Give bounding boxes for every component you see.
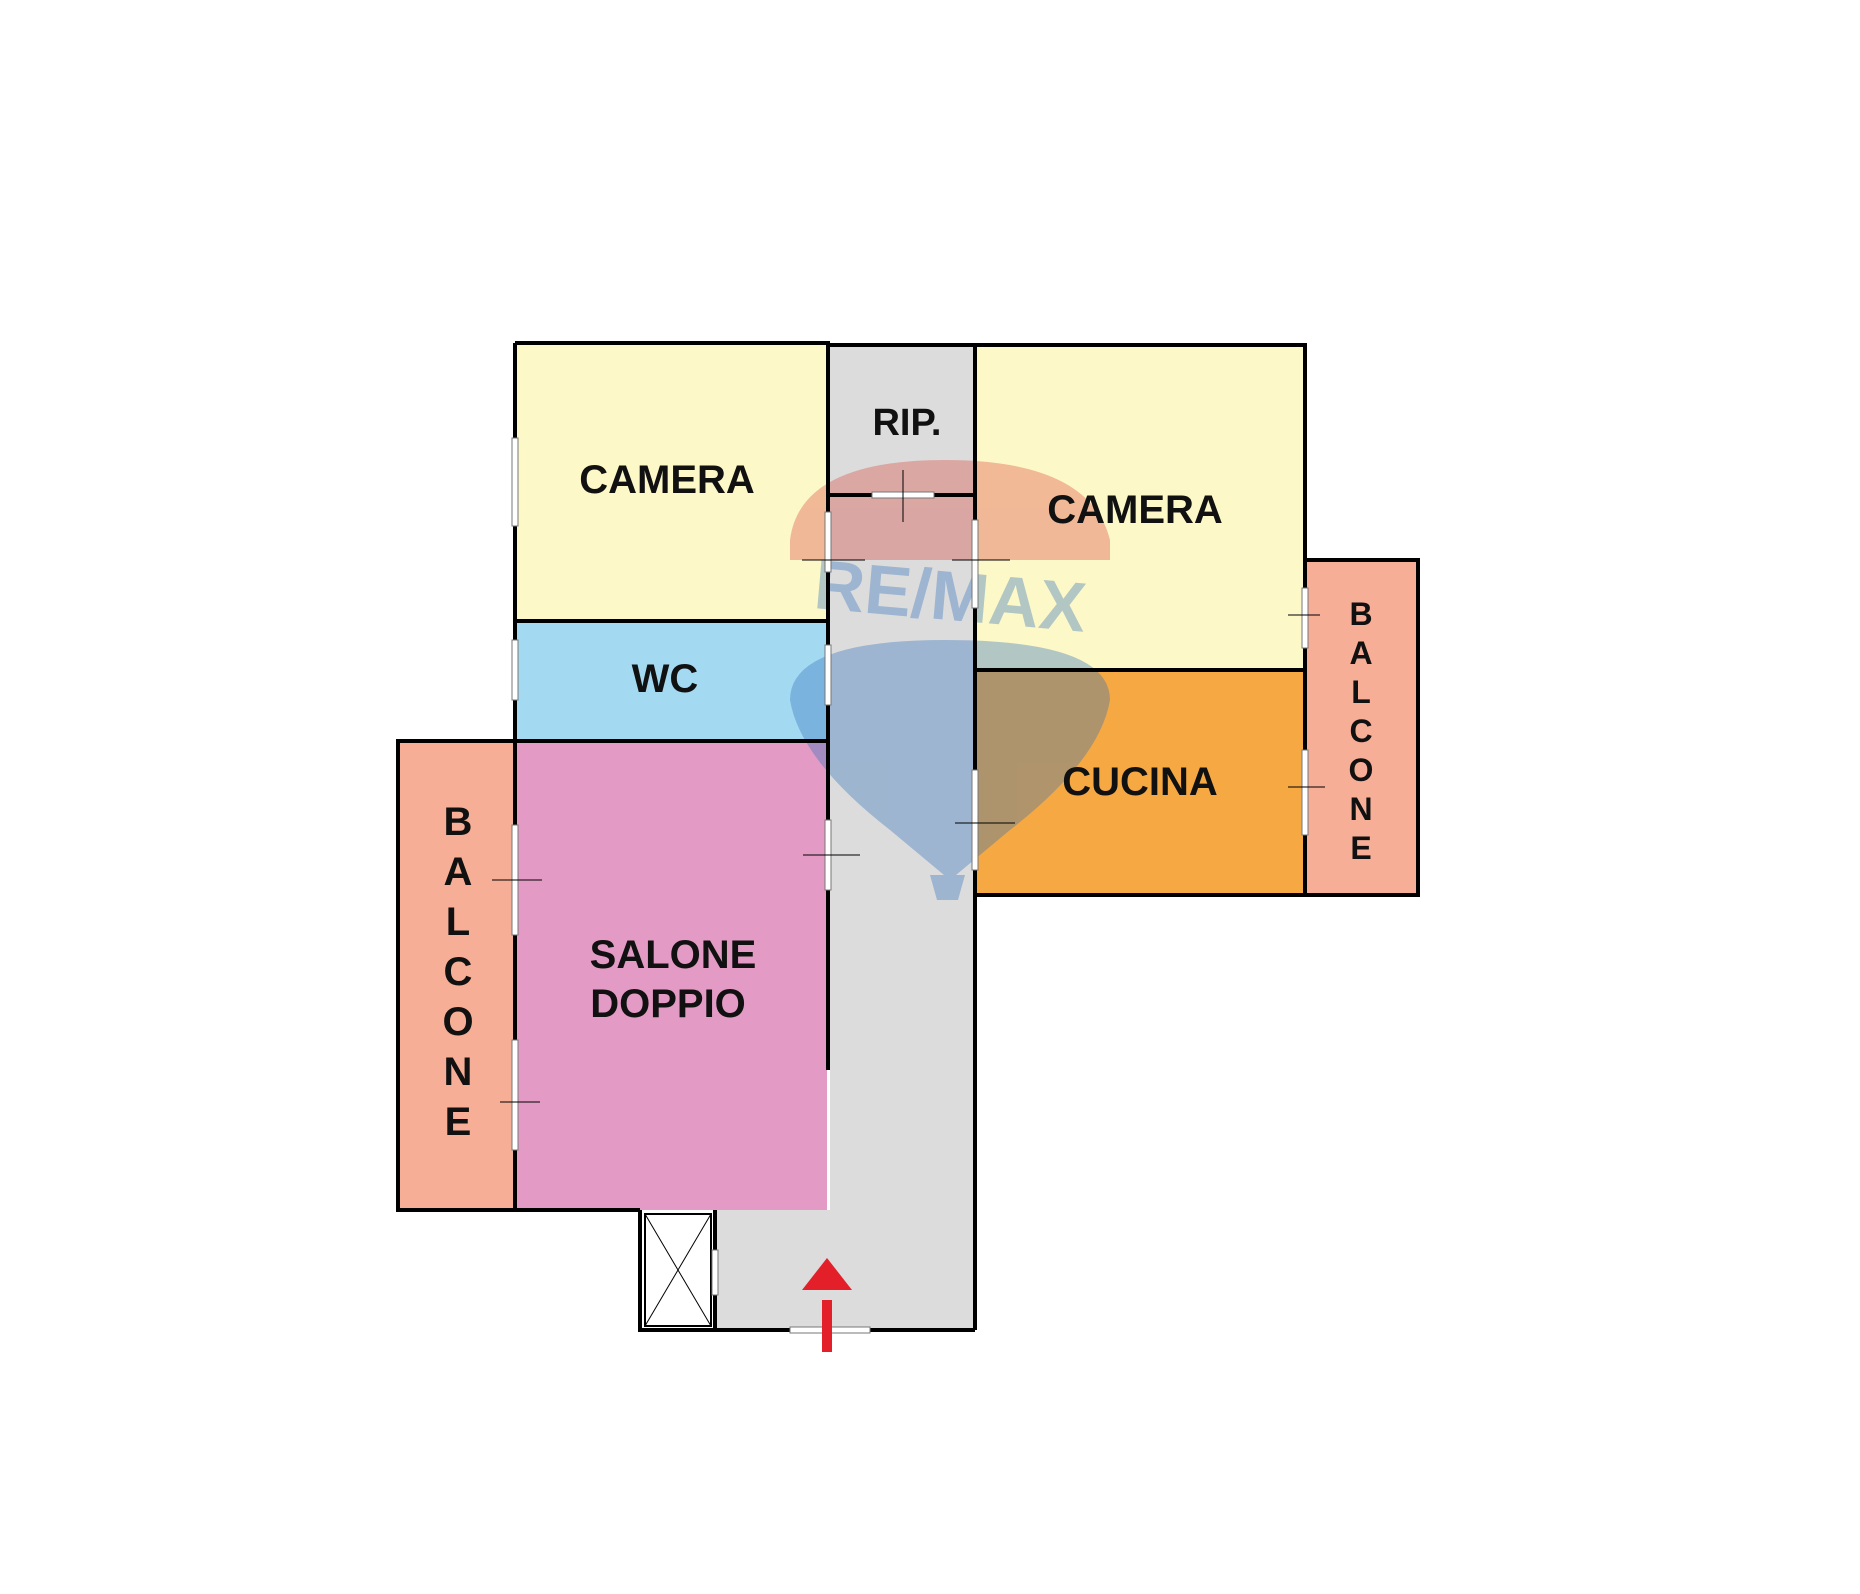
room-camera-left: [515, 343, 830, 621]
label-balcone-right: B A L C O N E: [1349, 596, 1374, 866]
balcone-left-letter: E: [445, 1100, 472, 1144]
label-wc: WC: [632, 657, 699, 701]
balcone-right-letter: L: [1351, 674, 1371, 710]
up-arrow-icon: [802, 1258, 852, 1352]
room-cucina: [975, 670, 1305, 895]
room-wc: [515, 621, 830, 741]
crossed-box-icon: [644, 1213, 712, 1327]
room-rip: [830, 343, 975, 495]
label-rip: RIP.: [872, 402, 941, 444]
balcone-right-letter: N: [1349, 791, 1372, 827]
balcone-left-letter: L: [446, 900, 470, 944]
balcone-right-letter: E: [1350, 830, 1371, 866]
balcone-right-letter: O: [1349, 752, 1374, 788]
room-balcone-right: [1305, 560, 1418, 895]
label-camera-left: CAMERA: [579, 458, 755, 502]
balcone-left-letter: A: [444, 850, 473, 894]
openings: [492, 437, 1325, 1334]
label-cucina: CUCINA: [1062, 760, 1218, 804]
label-salone-line1: SALONE: [590, 933, 757, 977]
label-balcone-left: B A L C O N E: [442, 800, 473, 1144]
balcone-left-letter: B: [444, 800, 473, 844]
label-salone-line2: DOPPIO: [590, 982, 746, 1026]
balcone-left-letter: C: [444, 950, 473, 994]
balcone-right-letter: A: [1349, 635, 1372, 671]
room-salone: [515, 741, 827, 1210]
balcone-left-letter: O: [442, 1000, 473, 1044]
hot-air-balloon-icon: [790, 460, 1110, 560]
room-balcone-left: [398, 741, 515, 1210]
label-camera-right: CAMERA: [1047, 488, 1223, 532]
balcone-right-letter: C: [1349, 713, 1372, 749]
room-camera-right: [975, 345, 1305, 670]
balcone-left-letter: N: [444, 1050, 473, 1094]
balcone-right-letter: B: [1349, 596, 1372, 632]
